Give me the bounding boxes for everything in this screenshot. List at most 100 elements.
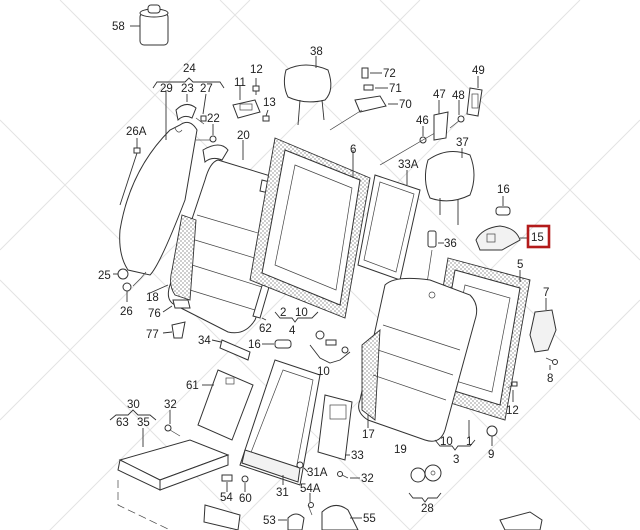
label-3[interactable]: 3	[453, 454, 459, 466]
label-12-right[interactable]: 12	[506, 405, 519, 417]
part-lower-right[interactable]	[499, 511, 543, 530]
label-71[interactable]: 71	[389, 83, 402, 95]
part-16-pin[interactable]	[495, 196, 511, 216]
part-23-cap[interactable]	[175, 94, 197, 122]
part-54-bolt[interactable]	[221, 474, 233, 492]
part-9-cap[interactable]	[486, 425, 498, 446]
part-31A-nut[interactable]	[296, 461, 309, 473]
label-36[interactable]: 36	[444, 238, 457, 250]
part-26-clip[interactable]	[122, 271, 147, 302]
part-76-clip[interactable]	[162, 299, 191, 313]
part-47-plate[interactable]	[433, 100, 449, 141]
label-49[interactable]: 49	[472, 65, 485, 77]
part-38-headrest[interactable]	[283, 56, 332, 126]
label-77[interactable]: 77	[146, 329, 159, 341]
label-11[interactable]: 11	[234, 77, 246, 89]
label-4[interactable]: 4	[289, 325, 296, 337]
part-58-cylinder[interactable]	[130, 4, 169, 46]
label-30[interactable]: 30	[127, 399, 140, 411]
part-25-grommet[interactable]	[113, 268, 129, 280]
part-12-screw-right[interactable]	[507, 381, 518, 402]
part-29-side-bolster[interactable]	[119, 90, 198, 276]
label-15[interactable]: 15	[531, 232, 544, 244]
label-54[interactable]: 54	[220, 492, 233, 504]
label-70[interactable]: 70	[399, 99, 412, 111]
label-38[interactable]: 38	[310, 46, 323, 58]
part-10-hardware[interactable]	[309, 330, 351, 364]
label-31A[interactable]: 31A	[307, 467, 328, 479]
part-35-cushion[interactable]	[117, 428, 230, 491]
part-34-strip[interactable]	[211, 339, 251, 361]
label-31[interactable]: 31	[276, 487, 289, 499]
label-48[interactable]: 48	[452, 90, 465, 102]
label-62[interactable]: 62	[259, 323, 272, 335]
part-71-clip[interactable]	[363, 84, 388, 91]
part-49-cover[interactable]	[466, 76, 483, 117]
part-28-caps[interactable]	[408, 464, 442, 503]
part-11-bracket[interactable]	[232, 85, 261, 119]
part-6-frame[interactable]	[249, 109, 371, 319]
part-7-hinge-cover[interactable]	[529, 298, 557, 353]
label-13[interactable]: 13	[263, 97, 276, 109]
label-8[interactable]: 8	[547, 373, 553, 385]
part-37-headrest[interactable]	[424, 148, 475, 225]
part-33-bracket[interactable]	[317, 394, 353, 461]
part-32-screw-mid[interactable]	[337, 471, 361, 479]
label-22[interactable]: 22	[207, 113, 220, 125]
part-32-screw-left[interactable]	[164, 410, 181, 437]
label-33[interactable]: 33	[351, 450, 364, 462]
label-16-top[interactable]: 16	[497, 184, 510, 196]
label-55[interactable]: 55	[363, 513, 376, 525]
label-37[interactable]: 37	[456, 137, 469, 149]
label-26A[interactable]: 26A	[126, 126, 147, 138]
label-54A[interactable]: 54A	[300, 483, 321, 495]
label-20[interactable]: 20	[237, 130, 250, 142]
label-25[interactable]: 25	[98, 270, 111, 282]
label-12-top[interactable]: 12	[250, 64, 263, 76]
part-53-clip[interactable]	[278, 513, 305, 530]
label-35[interactable]: 35	[137, 417, 150, 429]
label-33A[interactable]: 33A	[398, 159, 419, 171]
part-26A-rod[interactable]	[119, 138, 141, 206]
label-46[interactable]: 46	[416, 115, 429, 127]
label-18[interactable]: 18	[146, 292, 159, 304]
part-12-screw-top[interactable]	[252, 78, 260, 95]
label-34[interactable]: 34	[198, 335, 211, 347]
part-70-guide[interactable]	[354, 95, 398, 113]
part-48-screw[interactable]	[449, 100, 465, 129]
part-27-screw[interactable]	[195, 93, 207, 125]
part-72-screw[interactable]	[361, 67, 382, 79]
part-55-cover[interactable]	[321, 505, 362, 530]
part-18-foam[interactable]	[149, 284, 169, 294]
part-13-clip[interactable]	[262, 109, 270, 122]
label-10-right[interactable]: 10	[440, 436, 453, 448]
part-61-panel[interactable]	[197, 369, 254, 441]
label-63[interactable]: 63	[116, 417, 129, 429]
label-1[interactable]: 1	[466, 436, 472, 448]
part-8-screw[interactable]	[545, 357, 558, 370]
label-28[interactable]: 28	[421, 503, 434, 515]
label-2[interactable]: 2	[280, 307, 286, 319]
label-10-mid[interactable]: 10	[317, 366, 330, 378]
part-31-frame[interactable]	[239, 359, 321, 486]
label-47[interactable]: 47	[433, 89, 446, 101]
label-26[interactable]: 26	[120, 306, 133, 318]
label-6[interactable]: 6	[350, 144, 356, 156]
label-19[interactable]: 19	[394, 444, 407, 456]
label-32-mid[interactable]: 32	[361, 473, 374, 485]
part-handle[interactable]	[203, 504, 241, 530]
label-23[interactable]: 23	[181, 83, 194, 95]
label-72[interactable]: 72	[383, 68, 396, 80]
label-9[interactable]: 9	[488, 449, 494, 461]
label-53[interactable]: 53	[263, 515, 276, 527]
label-7[interactable]: 7	[543, 287, 549, 299]
label-17[interactable]: 17	[362, 429, 375, 441]
label-60[interactable]: 60	[239, 493, 252, 505]
label-29[interactable]: 29	[160, 83, 173, 95]
part-15-trim-cover[interactable]	[475, 225, 528, 251]
label-24[interactable]: 24	[183, 63, 196, 75]
label-58[interactable]: 58	[112, 21, 125, 33]
label-32-left[interactable]: 32	[164, 399, 177, 411]
part-19-backrest-cover[interactable]	[358, 277, 478, 442]
part-60-nut[interactable]	[241, 475, 249, 492]
